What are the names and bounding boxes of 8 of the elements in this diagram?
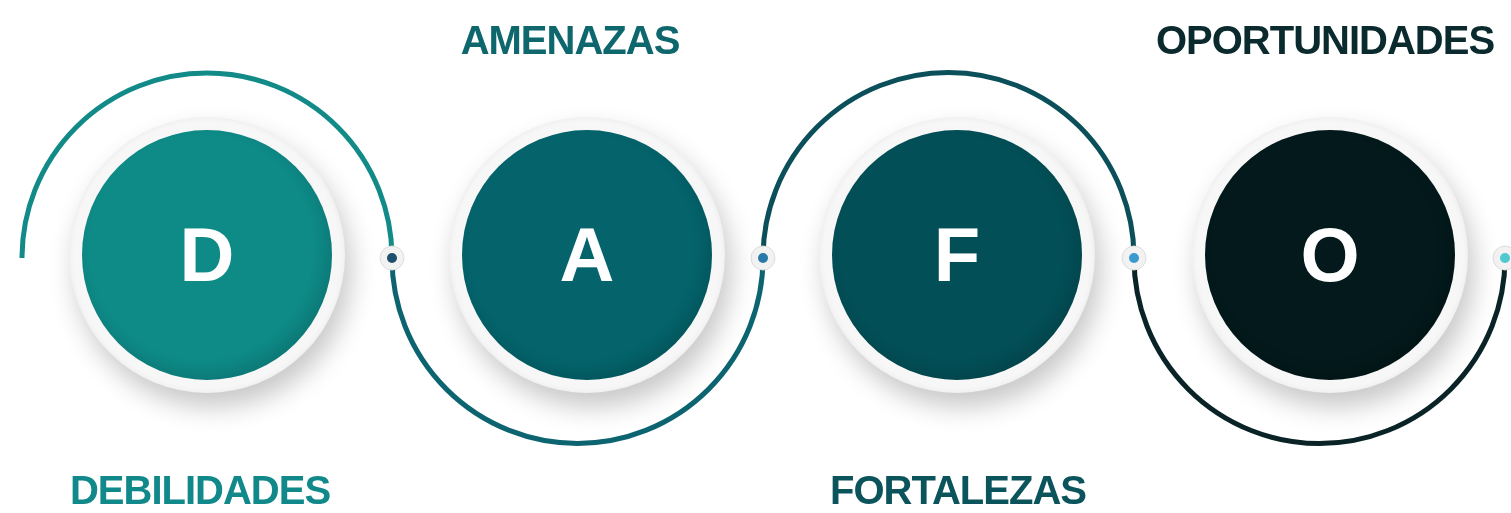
letter: O bbox=[1300, 217, 1360, 293]
heading: FORTALEZAS bbox=[830, 470, 1086, 510]
letter: D bbox=[179, 217, 235, 293]
heading: OPORTUNIDADES bbox=[1155, 20, 1495, 60]
heading: DEBILIDADES bbox=[69, 470, 331, 510]
letter: A bbox=[559, 217, 615, 293]
heading: AMENAZAS bbox=[460, 20, 680, 60]
letter: F bbox=[933, 217, 981, 293]
